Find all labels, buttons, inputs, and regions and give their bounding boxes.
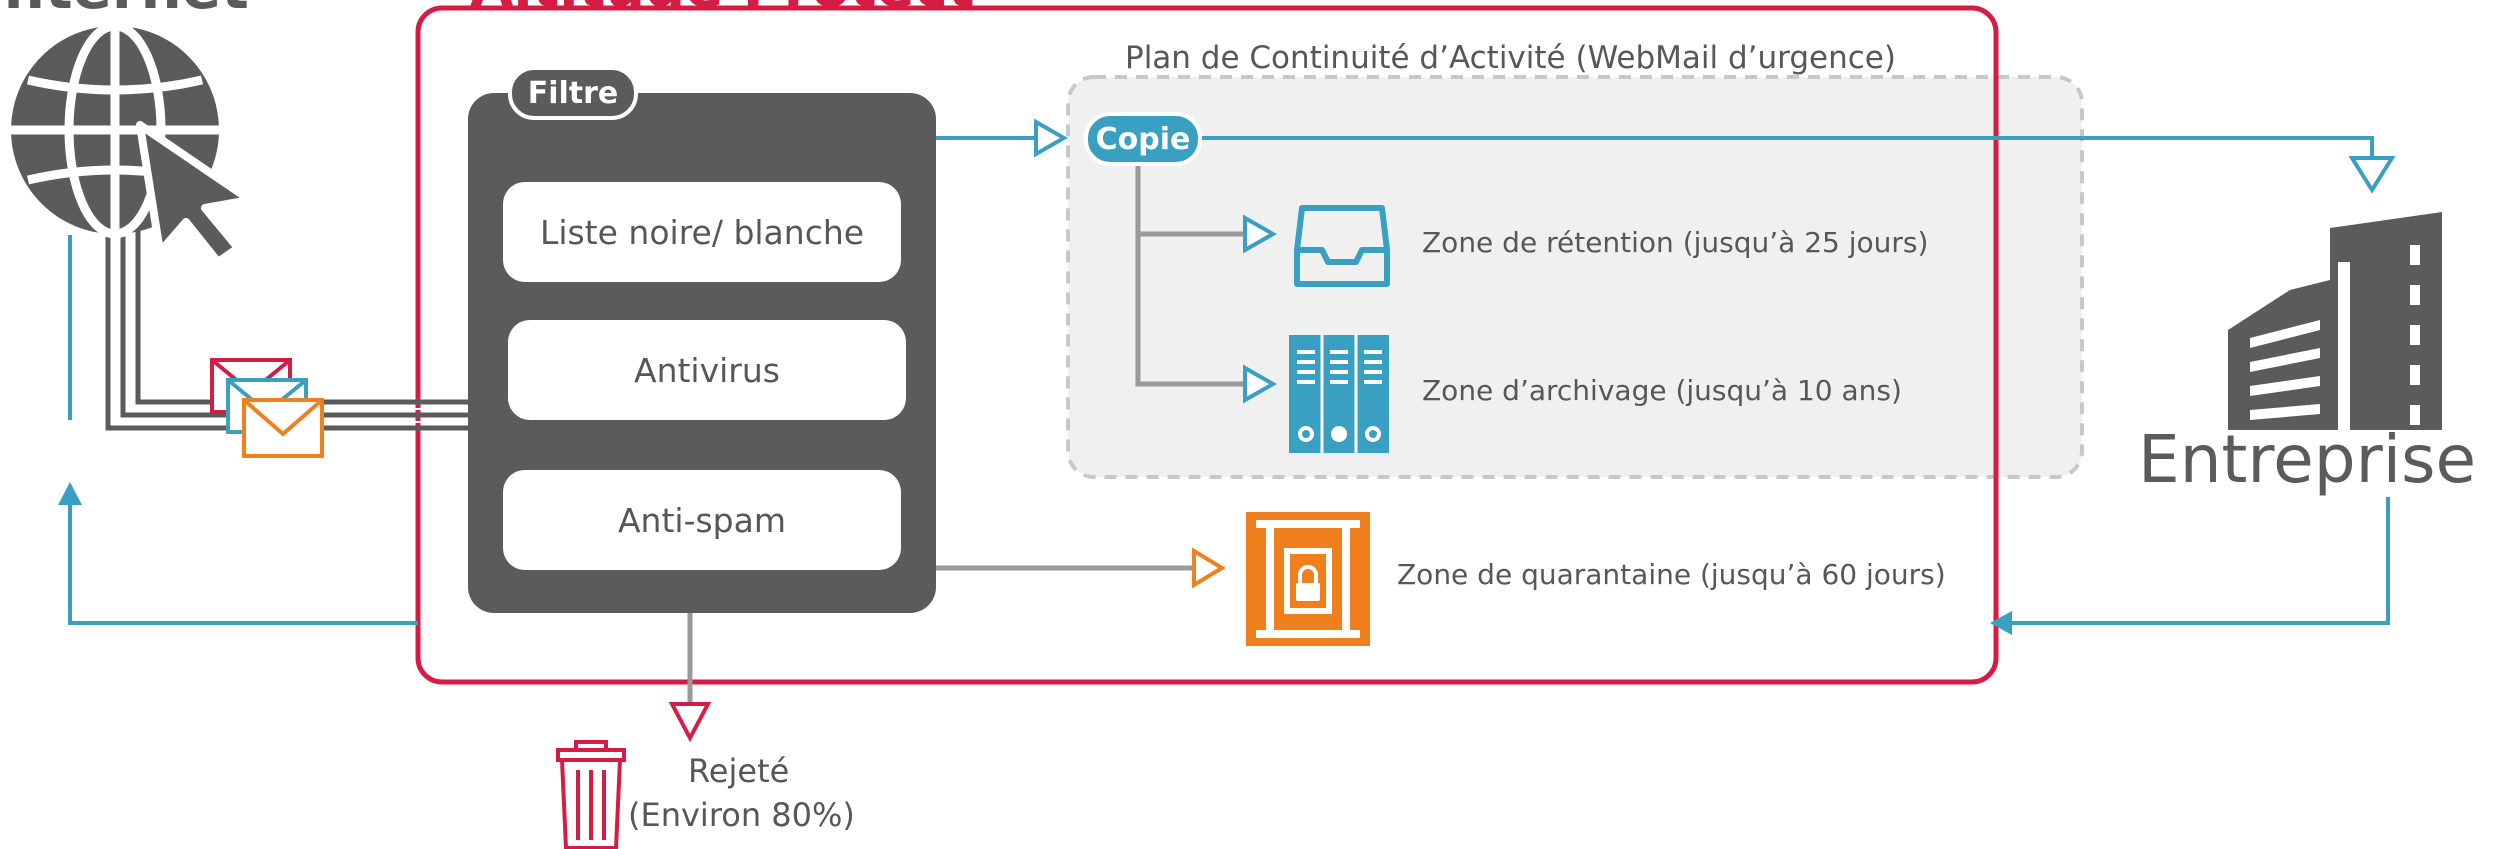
copy-tag: Copie [1084,112,1202,166]
quarantine-zone-label: Zone de quarantaine (jusqu’à 60 jours) [1397,558,1946,591]
inbox-tray-icon [1294,205,1390,287]
archive-zone-label: Zone d’archivage (jusqu’à 10 ans) [1422,374,1902,407]
enterprise-label: Entreprise [2138,421,2477,498]
filter-module-blacklist: Liste noire/ blanche [503,182,901,282]
filter-module-antivirus: Antivirus [508,320,906,420]
altitude-protect-title: Altitude Protect [470,0,975,18]
internet-return-line [68,498,418,625]
envelopes-icon [210,358,324,458]
copy-to-enterprise-arrow [2348,156,2396,194]
pca-title: Plan de Continuité d’Activité (WebMail d… [1125,40,1896,76]
rejected-arrow [668,702,712,743]
rejected-percent-label: (Environ 80%) [628,796,855,834]
quarantine-arrow [1192,547,1226,589]
internet-label: Internet [0,0,249,18]
filter-to-copy-arrow [1034,118,1069,158]
rejected-label: Rejeté [688,752,790,790]
retention-zone-label: Zone de rétention (jusqu’à 25 jours) [1422,226,1929,259]
trash-icon [556,740,626,849]
copy-to-enterprise-line [1196,136,2374,158]
archive-arrow [1243,364,1278,404]
enterprise-return-line [2008,497,2390,625]
building-icon [2228,212,2442,432]
incoming-mail-lines-light [114,228,468,423]
enterprise-return-arrow [1990,611,2012,635]
altitude-protect-frame [415,5,1999,685]
internet-return-arrow [58,482,82,505]
filter-module-antispam: Anti-spam [503,470,901,570]
incoming-mail-lines [105,228,468,431]
quarantine-lock-icon [1246,512,1370,646]
filter-tag: Filtre [508,66,638,120]
binders-icon [1289,335,1389,453]
globe-cursor-icon [11,21,254,266]
retention-arrow [1243,214,1278,254]
